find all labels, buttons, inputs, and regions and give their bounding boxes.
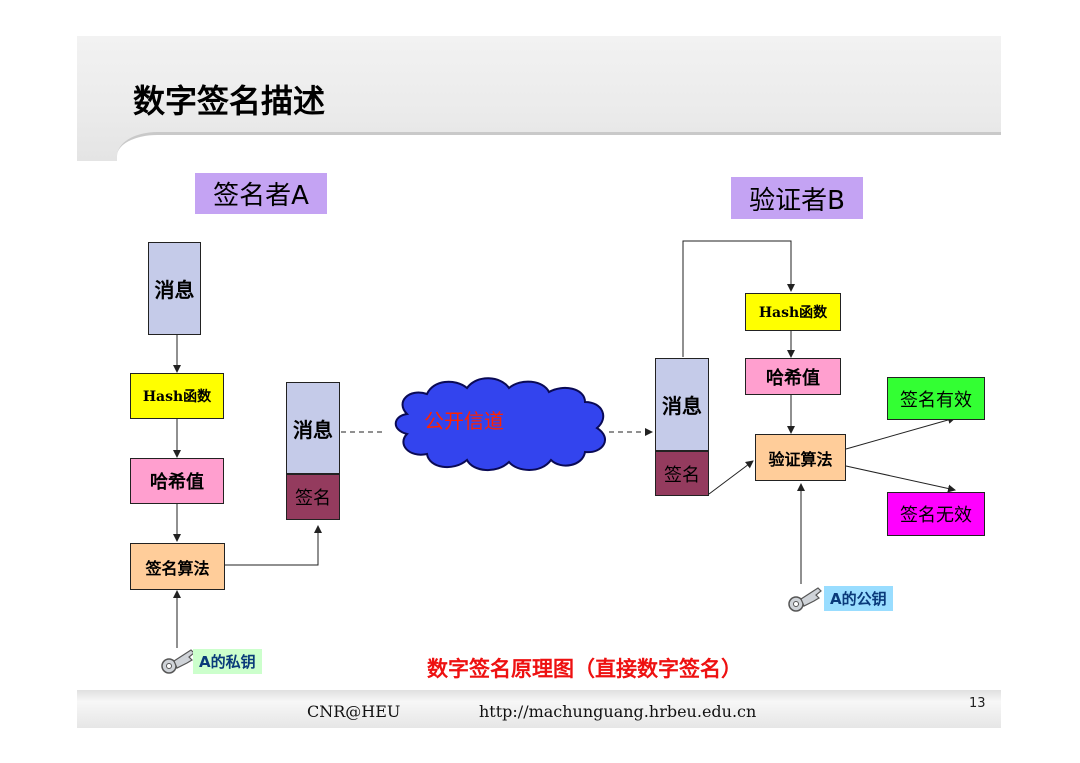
footer-affiliation: CNR@HEU (307, 702, 401, 721)
verify-algorithm-box: 验证算法 (755, 434, 846, 481)
signer-message-box: 消息 (148, 242, 201, 335)
packet-message-box: 消息 (286, 382, 340, 474)
sign-algorithm-box: 签名算法 (130, 543, 225, 590)
verifier-hash-value-box: 哈希值 (745, 358, 841, 395)
diagram-caption: 数字签名原理图（直接数字签名） (427, 657, 742, 681)
arrow-signalgo-to-signature (225, 525, 322, 566)
private-key-label: A的私钥 (193, 649, 262, 674)
signer-hash-function-box: Hash函数 (130, 373, 224, 419)
key-icon (161, 649, 195, 674)
public-channel-cloud (394, 377, 606, 471)
packet-signature-box: 签名 (286, 474, 340, 520)
public-key-label: A的公钥 (824, 586, 893, 611)
public-channel-label: 公开信道 (424, 409, 504, 433)
verifier-label: 验证者B (731, 177, 863, 219)
signer-label: 签名者A (195, 173, 327, 214)
verifier-signature-box: 签名 (655, 451, 709, 496)
page-number: 13 (969, 696, 986, 711)
arrow-signature-to-verifyalgo (708, 460, 754, 495)
slide: 数字签名描述 (77, 36, 1001, 728)
diagram-wires (161, 240, 956, 674)
arrow-verifyalgo-to-invalid (845, 465, 956, 493)
arrow-verifier-message-to-hashfn (682, 240, 795, 357)
key-icon (788, 587, 822, 612)
footer-bar (77, 690, 1001, 728)
verifier-hash-function-box: Hash函数 (745, 293, 841, 331)
footer-url: http://machunguang.hrbeu.edu.cn (479, 702, 757, 721)
signature-valid-box: 签名有效 (887, 377, 985, 420)
verifier-message-box: 消息 (655, 358, 709, 451)
slide-title: 数字签名描述 (133, 82, 326, 120)
signature-invalid-box: 签名无效 (887, 492, 985, 536)
signer-hash-value-box: 哈希值 (130, 458, 224, 504)
arrow-verifyalgo-to-valid (845, 416, 956, 450)
